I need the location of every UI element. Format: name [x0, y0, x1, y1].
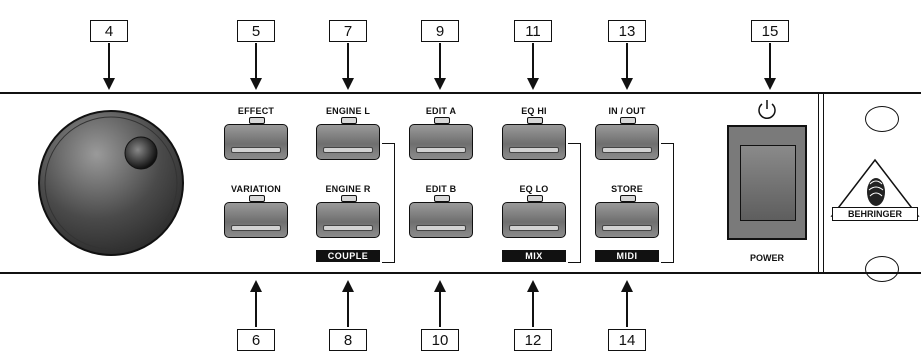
callout-5: 5 [237, 20, 275, 42]
power-icon [758, 100, 776, 119]
rack-hole-bottom [865, 256, 899, 282]
callout-6: 6 [237, 329, 275, 351]
variation-button[interactable] [224, 195, 288, 238]
callout-9: 9 [421, 20, 459, 42]
effect-label: EFFECT [237, 106, 275, 116]
edit-a-label: EDIT A [425, 106, 457, 116]
panel-bottom-edge [0, 272, 921, 274]
callout-4: 4 [90, 20, 128, 42]
variation-label: VARIATION [231, 184, 281, 194]
store-label: STORE [611, 184, 643, 194]
eq-hi-button[interactable] [502, 117, 566, 160]
effect-button[interactable] [224, 117, 288, 160]
callout-7: 7 [329, 20, 367, 42]
eq-lo-button[interactable] [502, 195, 566, 238]
in-out-label: IN / OUT [608, 106, 646, 116]
midi-bracket [661, 143, 674, 263]
rack-hole-top [865, 106, 899, 132]
couple-bracket [382, 143, 395, 263]
eq-hi-label: EQ HI [521, 106, 547, 116]
edit-b-button[interactable] [409, 195, 473, 238]
edit-b-led [434, 195, 450, 202]
power-switch[interactable] [727, 125, 807, 240]
midi-label: MIDI [595, 250, 659, 262]
engine-l-label: ENGINE L [325, 106, 371, 116]
edit-b-label: EDIT B [425, 184, 457, 194]
rack-ear-divider [818, 92, 824, 272]
engine-r-label: ENGINE R [325, 184, 371, 194]
panel-top-edge [0, 92, 921, 94]
store-button[interactable] [595, 195, 659, 238]
mix-bracket [568, 143, 581, 263]
couple-label: COUPLE [316, 250, 380, 262]
callout-11: 11 [514, 20, 552, 42]
eq-lo-led [527, 195, 543, 202]
mix-label: MIX [502, 250, 566, 262]
callout-13: 13 [608, 20, 646, 42]
in-out-button[interactable] [595, 117, 659, 160]
behringer-logo-icon [830, 158, 920, 217]
effect-led [249, 117, 265, 124]
variation-led [249, 195, 265, 202]
eq-hi-led [527, 117, 543, 124]
edit-a-led [434, 117, 450, 124]
power-rocker [740, 145, 796, 221]
in-out-led [620, 117, 636, 124]
edit-a-button[interactable] [409, 117, 473, 160]
engine-l-button[interactable] [316, 117, 380, 160]
engine-l-led [341, 117, 357, 124]
store-led [620, 195, 636, 202]
power-label: POWER [749, 253, 784, 263]
engine-r-button[interactable] [316, 195, 380, 238]
eq-lo-label: EQ LO [519, 184, 549, 194]
engine-r-led [341, 195, 357, 202]
callout-15: 15 [751, 20, 789, 42]
data-wheel[interactable] [36, 108, 186, 258]
behringer-logo-text: BEHRINGER [832, 207, 918, 221]
